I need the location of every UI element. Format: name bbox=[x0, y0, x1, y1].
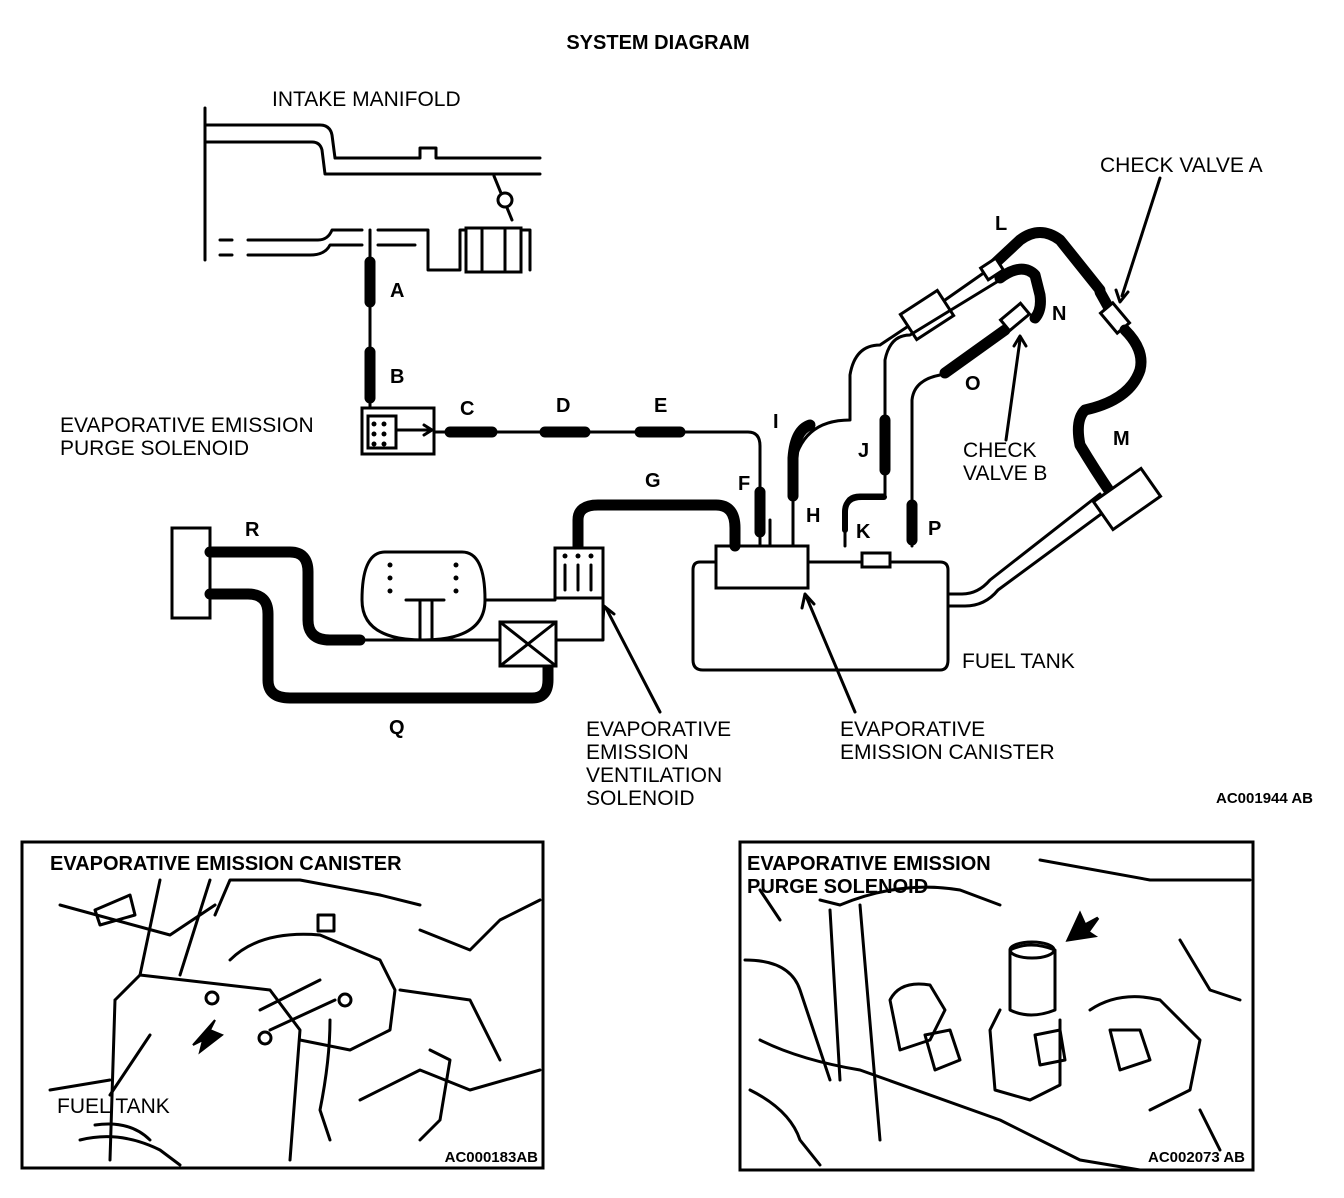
figure-code-left: AC000183AB bbox=[445, 1149, 539, 1166]
label-ventilation-1: EVAPORATIVE bbox=[586, 718, 731, 741]
label-canister-2: EMISSION CANISTER bbox=[840, 741, 1055, 764]
hose-letter-e: E bbox=[654, 395, 667, 417]
label-canister-1: EVAPORATIVE bbox=[840, 718, 985, 741]
hose-letter-o: O bbox=[965, 373, 981, 395]
hose-letter-l: L bbox=[995, 213, 1007, 235]
fuel-tank bbox=[691, 492, 1114, 672]
hose-letter-g: G bbox=[645, 470, 661, 492]
hose-letter-a: A bbox=[390, 280, 404, 302]
hose-letter-d: D bbox=[556, 395, 570, 417]
hose-letter-k: K bbox=[856, 521, 871, 543]
air-filter bbox=[170, 526, 558, 704]
hose-letter-i: I bbox=[773, 411, 779, 433]
label-check-valve-b-2: VALVE B bbox=[963, 462, 1047, 485]
figure-code-main: AC001944 AB bbox=[1216, 790, 1313, 807]
label-ventilation-3: VENTILATION bbox=[586, 764, 722, 787]
label-ventilation-4: SOLENOID bbox=[586, 787, 695, 810]
canister bbox=[714, 468, 810, 590]
hose-letter-q: Q bbox=[389, 717, 405, 739]
hose-letter-j: J bbox=[858, 440, 869, 462]
label-check-valve-a: CHECK VALVE A bbox=[1100, 154, 1263, 177]
label-intake-manifold: INTAKE MANIFOLD bbox=[272, 88, 461, 111]
right-inset-title-2: PURGE SOLENOID bbox=[747, 876, 928, 898]
label-check-valve-b-1: CHECK bbox=[963, 439, 1037, 462]
hose-p-o bbox=[906, 301, 1032, 548]
hose-letter-m: M bbox=[1113, 428, 1130, 450]
left-inset-fuel-tank: FUEL TANK bbox=[57, 1095, 170, 1118]
diagram-title: SYSTEM DIAGRAM bbox=[566, 32, 749, 54]
air-cleaner bbox=[360, 550, 557, 642]
hose-letter-f: F bbox=[738, 473, 750, 495]
left-inset: EVAPORATIVE EMISSION CANISTER FUEL TANK … bbox=[20, 840, 545, 1170]
hose-letter-p: P bbox=[928, 518, 941, 540]
label-purge-solenoid-2: PURGE SOLENOID bbox=[60, 437, 249, 460]
left-inset-title: EVAPORATIVE EMISSION CANISTER bbox=[50, 853, 402, 875]
label-fuel-tank: FUEL TANK bbox=[962, 650, 1075, 673]
hose-k-j-n bbox=[842, 263, 1046, 548]
hose-letter-r: R bbox=[245, 519, 260, 541]
figure-code-right: AC002073 AB bbox=[1148, 1149, 1245, 1166]
hose-g bbox=[572, 499, 741, 554]
hose-m bbox=[1072, 286, 1163, 532]
label-ventilation-2: EMISSION bbox=[586, 741, 689, 764]
right-inset: EVAPORATIVE EMISSION PURGE SOLENOID AC00… bbox=[738, 840, 1255, 1172]
hose-h-i-l bbox=[787, 227, 1106, 502]
leader-lines bbox=[601, 176, 1162, 714]
right-inset-title-1: EVAPORATIVE EMISSION bbox=[747, 853, 991, 875]
intake-manifold bbox=[203, 106, 542, 274]
hose-letter-c: C bbox=[460, 398, 474, 420]
hose-letter-h: H bbox=[806, 505, 820, 527]
hose-letter-n: N bbox=[1052, 303, 1066, 325]
label-purge-solenoid-1: EVAPORATIVE EMISSION bbox=[60, 414, 314, 437]
purge-line-c-d-e bbox=[432, 426, 766, 547]
purge-solenoid bbox=[360, 406, 436, 456]
hose-letter-b: B bbox=[390, 366, 404, 388]
